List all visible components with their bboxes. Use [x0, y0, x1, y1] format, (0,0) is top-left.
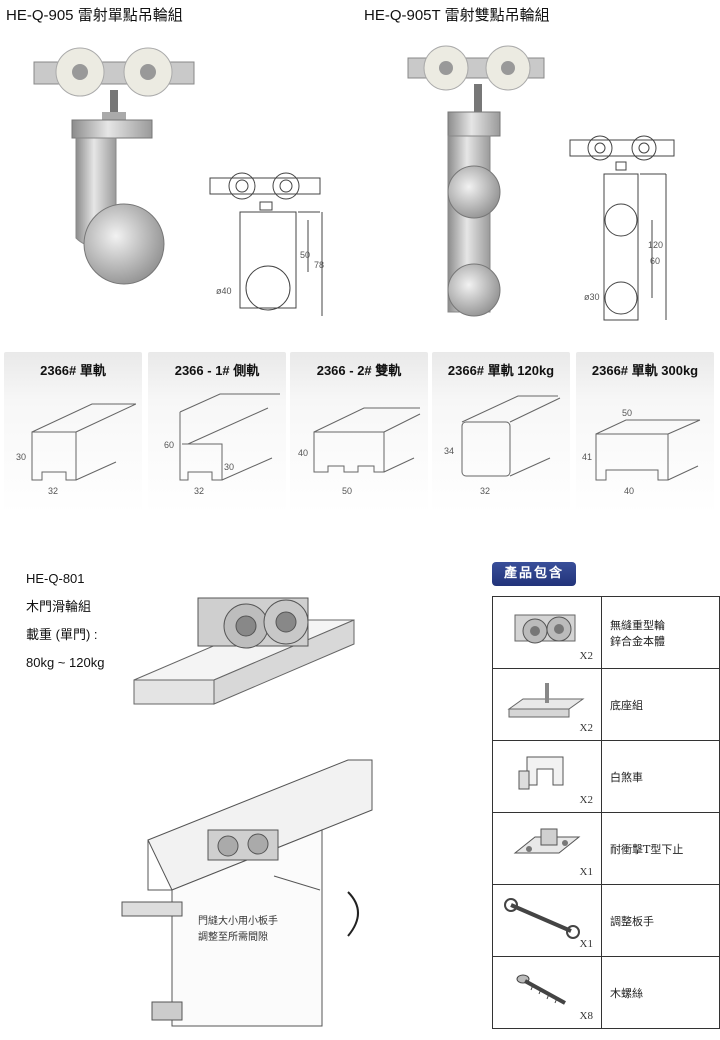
package-desc: 白煞車	[610, 770, 643, 784]
rail5-dim-top: 50	[622, 408, 632, 418]
package-qty: X2	[579, 794, 593, 806]
package-qty: X8	[579, 1010, 593, 1022]
package-qty: X2	[579, 722, 593, 734]
double-roller-title: HE-Q-905T 雷射雙點吊輪組	[364, 7, 550, 24]
adjust-callout-line1: 門縫大小用小板手	[198, 914, 278, 927]
door-assembly-illustration: 門縫大小用小板手 調整至所需間隙	[121, 759, 373, 1027]
dim-78: 78	[314, 260, 324, 270]
package-desc: 無縫重型輪	[610, 618, 665, 632]
package-desc: 底座組	[610, 698, 643, 712]
package-desc: 調整板手	[610, 914, 654, 928]
rail5-dim-height: 41	[582, 452, 592, 462]
package-row: X2 白煞車	[492, 740, 720, 813]
double-roller-drawing: 120 60 ø30	[569, 135, 675, 321]
dim-dia30: ø30	[584, 292, 600, 302]
package-row: X1 耐衝擊T型下止	[492, 812, 720, 885]
package-qty: X1	[579, 866, 593, 878]
package-desc: 木螺絲	[610, 986, 643, 1000]
dim-50: 50	[300, 250, 310, 260]
single-roller-title: HE-Q-905 雷射單點吊輪組	[6, 7, 183, 24]
rail3-dim-height: 40	[298, 448, 308, 458]
single-roller-photo	[33, 47, 195, 285]
package-row: X2 無縫重型輪 鋅合金本體	[492, 596, 720, 669]
rail-profile-3: 40 50	[298, 407, 421, 496]
t-guide-icon	[513, 828, 581, 854]
rail1-dim-width: 32	[48, 486, 58, 496]
wrench-icon	[504, 898, 580, 939]
rail-profile-5: 50 41 40	[582, 408, 701, 496]
adjust-callout-line2: 調整至所需間隙	[198, 930, 268, 943]
rail-card-2	[148, 352, 286, 514]
rail-label-5: 2366# 單軌 300kg	[591, 363, 699, 378]
rail-card-1	[4, 352, 142, 514]
rail3-dim-width: 50	[342, 486, 352, 496]
single-roller-drawing: 50 78 ø40	[209, 172, 324, 316]
rail-card-4	[432, 352, 570, 514]
door-kit-name: 木門滑輪組	[26, 599, 92, 614]
package-qty: X1	[579, 938, 593, 950]
rail-label-2: 2366 - 1# 側軌	[174, 363, 260, 378]
package-header: 產品包含	[492, 562, 576, 586]
rail-profile-4: 34 32	[444, 395, 561, 496]
rail-profile-1: 30 32	[16, 403, 136, 496]
dim-dia40: ø40	[216, 286, 232, 296]
package-qty: X2	[579, 650, 593, 662]
package-desc-2: 鋅合金本體	[610, 634, 665, 648]
stopper-icon	[518, 756, 564, 790]
door-kit-load-value: 80kg ~ 120kg	[26, 655, 105, 670]
rail2-dim-width: 32	[194, 486, 204, 496]
rail1-dim-height: 30	[16, 452, 26, 462]
rail4-dim-width: 32	[480, 486, 490, 496]
door-kit-model: HE-Q-801	[26, 571, 85, 586]
rail-label-1: 2366# 單軌	[40, 363, 106, 378]
rail-label-4: 2366# 單軌 120kg	[447, 363, 555, 378]
rail-profile-2: 60 30 32	[164, 393, 280, 496]
rail-card-3	[290, 352, 428, 514]
roller-carriage-icon	[514, 614, 576, 644]
rail5-dim-width: 40	[624, 486, 634, 496]
rail2-dim-height: 60	[164, 440, 174, 450]
package-desc: 耐衝擊T型下止	[610, 842, 684, 856]
package-table: X2 無縫重型輪 鋅合金本體 X2 底座組 X2 白煞車	[492, 596, 720, 1029]
double-roller-photo	[407, 45, 545, 317]
roller-on-track-illustration	[133, 597, 355, 705]
dim-60: 60	[650, 256, 660, 266]
door-kit-load-label: 載重 (單門) :	[26, 627, 98, 642]
package-row: X2 底座組	[492, 668, 720, 741]
package-row: X8 木螺絲	[492, 956, 720, 1029]
rail4-dim-height: 34	[444, 446, 454, 456]
dim-120: 120	[648, 240, 663, 250]
package-row: X1 調整板手	[492, 884, 720, 957]
base-bracket-icon	[507, 683, 585, 718]
rail2-dim-inner: 30	[224, 462, 234, 472]
rail-label-3: 2366 - 2# 雙軌	[316, 363, 402, 378]
screw-icon	[516, 974, 566, 1005]
